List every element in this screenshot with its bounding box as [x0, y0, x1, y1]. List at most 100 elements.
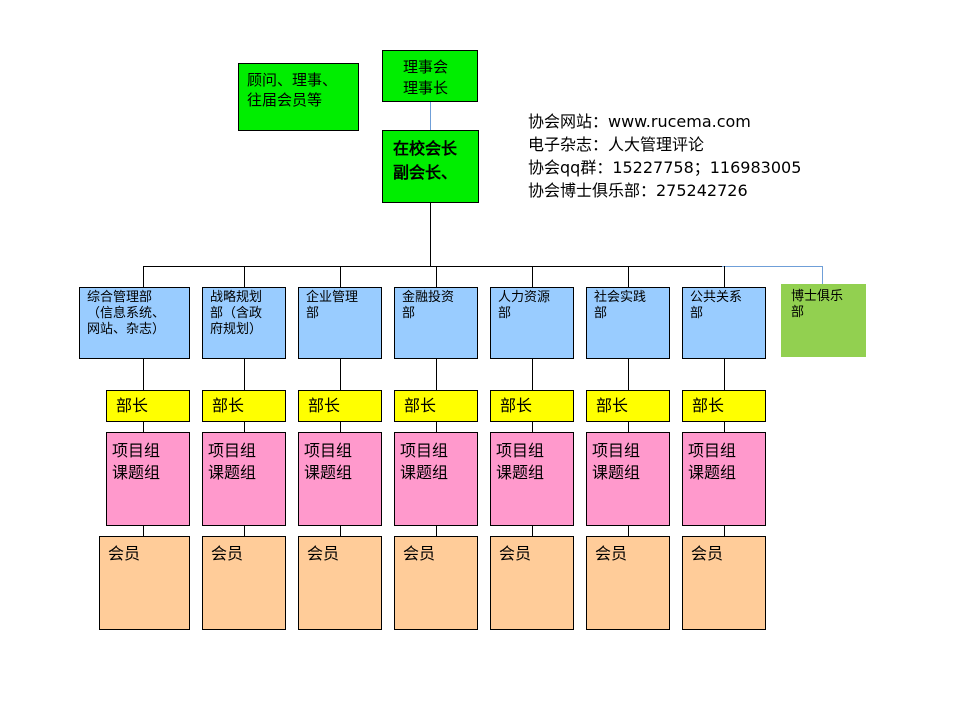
connector-line — [340, 422, 341, 432]
association-info: 协会网站：www.rucema.com 电子杂志：人大管理评论 协会qq群：15… — [528, 110, 801, 202]
president-box: 在校会长 副会长、 — [382, 130, 479, 203]
members-box: 会员 — [586, 536, 670, 630]
advisors-label: 顾问、理事、 往届会员等 — [247, 71, 338, 109]
members-box: 会员 — [202, 536, 286, 630]
info-website: 协会网站：www.rucema.com — [528, 112, 751, 131]
department-bus-line-club — [722, 266, 823, 267]
department-name: 人力资源 部 — [498, 290, 551, 321]
department-name: 综合管理部 （信息系统、 网站、杂志） — [87, 290, 166, 337]
chief-label: 部长 — [116, 396, 149, 415]
connector-line — [532, 526, 533, 536]
connector-line — [143, 266, 144, 287]
connector-line — [628, 422, 629, 432]
department-box: 企业管理 部 — [298, 287, 382, 359]
connector-line — [724, 359, 725, 390]
chief-label: 部长 — [596, 396, 629, 415]
chief-label: 部长 — [500, 396, 533, 415]
members-box: 会员 — [490, 536, 574, 630]
members-box: 会员 — [394, 536, 478, 630]
connector-line — [532, 422, 533, 432]
department-box: 公共关系 部 — [682, 287, 766, 359]
project-box: 项目组 课题组 — [586, 432, 670, 526]
department-name: 公共关系 部 — [690, 290, 743, 321]
members-box: 会员 — [298, 536, 382, 630]
department-box: 综合管理部 （信息系统、 网站、杂志） — [79, 287, 190, 359]
connector-line — [143, 526, 144, 536]
council-label: 理事会 理事长 — [403, 58, 449, 97]
info-doctor-club: 协会博士俱乐部：275242726 — [528, 181, 748, 200]
members-label: 会员 — [307, 544, 340, 563]
project-label: 项目组 课题组 — [112, 441, 161, 482]
department-box: 金融投资 部 — [394, 287, 478, 359]
project-label: 项目组 课题组 — [592, 441, 641, 482]
info-qq-group: 协会qq群：15227758；116983005 — [528, 158, 802, 177]
connector-line — [340, 359, 341, 390]
connector-line — [244, 422, 245, 432]
project-label: 项目组 课题组 — [304, 441, 353, 482]
connector-line — [532, 266, 533, 287]
project-label: 项目组 课题组 — [688, 441, 737, 482]
chief-box: 部长 — [682, 390, 766, 422]
connector-line — [340, 266, 341, 287]
chief-label: 部长 — [692, 396, 725, 415]
department-box: 战略规划 部（含政 府规划） — [202, 287, 286, 359]
connector-line — [244, 359, 245, 390]
info-magazine: 电子杂志：人大管理评论 — [528, 135, 705, 154]
connector-line — [724, 422, 725, 432]
connector-club-drop — [822, 266, 823, 284]
connector-line — [244, 526, 245, 536]
council-box: 理事会 理事长 — [382, 50, 478, 102]
doctor-club-label: 博士俱乐 部 — [791, 289, 844, 320]
connector-line — [143, 359, 144, 390]
department-name: 企业管理 部 — [306, 290, 359, 321]
members-label: 会员 — [403, 544, 436, 563]
connector-line — [340, 526, 341, 536]
connector-line — [628, 526, 629, 536]
president-label: 在校会长 副会长、 — [393, 139, 458, 182]
connector-line — [143, 422, 144, 432]
members-label: 会员 — [595, 544, 628, 563]
chief-box: 部长 — [202, 390, 286, 422]
chief-box: 部长 — [298, 390, 382, 422]
project-box: 项目组 课题组 — [298, 432, 382, 526]
project-box: 项目组 课题组 — [202, 432, 286, 526]
project-label: 项目组 课题组 — [208, 441, 257, 482]
chief-label: 部长 — [404, 396, 437, 415]
connector-line — [628, 266, 629, 287]
connector-council-president — [430, 102, 431, 130]
chief-label: 部长 — [308, 396, 341, 415]
chief-label: 部长 — [212, 396, 245, 415]
connector-line — [436, 359, 437, 390]
connector-line — [436, 422, 437, 432]
connector-line — [244, 266, 245, 287]
chief-box: 部长 — [586, 390, 670, 422]
project-box: 项目组 课题组 — [490, 432, 574, 526]
members-label: 会员 — [211, 544, 244, 563]
members-label: 会员 — [499, 544, 532, 563]
connector-line — [436, 266, 437, 287]
department-name: 金融投资 部 — [402, 290, 455, 321]
advisors-box: 顾问、理事、 往届会员等 — [238, 63, 359, 131]
members-box: 会员 — [99, 536, 190, 630]
chief-box: 部长 — [106, 390, 190, 422]
doctor-club-box: 博士俱乐 部 — [781, 284, 866, 357]
members-label: 会员 — [691, 544, 724, 563]
connector-line — [628, 359, 629, 390]
members-label: 会员 — [108, 544, 141, 563]
department-box: 社会实践 部 — [586, 287, 670, 359]
department-name: 社会实践 部 — [594, 290, 647, 321]
connector-president-bus — [430, 203, 431, 267]
chief-box: 部长 — [490, 390, 574, 422]
chief-box: 部长 — [394, 390, 478, 422]
project-box: 项目组 课题组 — [682, 432, 766, 526]
project-box: 项目组 课题组 — [394, 432, 478, 526]
department-name: 战略规划 部（含政 府规划） — [210, 290, 263, 337]
project-box: 项目组 课题组 — [106, 432, 190, 526]
department-box: 人力资源 部 — [490, 287, 574, 359]
connector-line — [532, 359, 533, 390]
project-label: 项目组 课题组 — [496, 441, 545, 482]
project-label: 项目组 课题组 — [400, 441, 449, 482]
connector-line — [724, 266, 725, 287]
connector-line — [724, 526, 725, 536]
department-bus-line — [143, 266, 723, 267]
